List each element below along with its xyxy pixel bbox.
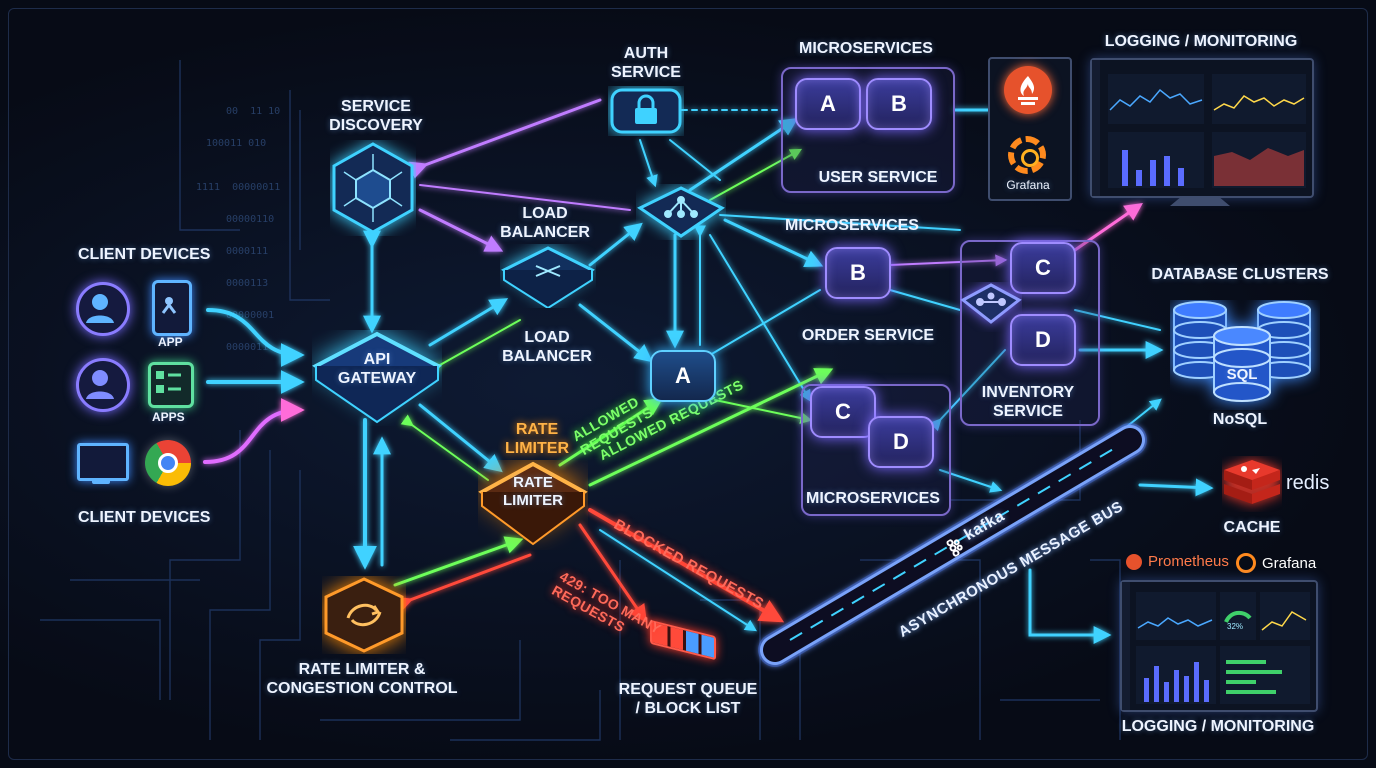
- auth-service-node[interactable]: [608, 86, 684, 136]
- logging-monitoring-title-bottom: LOGGING / MONITORING: [1121, 718, 1315, 735]
- prometheus-icon[interactable]: [1004, 66, 1052, 114]
- microservice-d-inventory-tile[interactable]: D: [1010, 314, 1076, 366]
- apps-label: APPS: [152, 410, 185, 424]
- microservice-c-tile[interactable]: C: [810, 386, 876, 438]
- binary-line: 0000011: [226, 342, 269, 353]
- load-balancer-label-bottom: LOAD BALANCER: [502, 329, 592, 365]
- service-discovery-node[interactable]: [330, 140, 416, 236]
- service-discovery-label: SERVICE DISCOVERY: [329, 98, 423, 134]
- api-gateway-node[interactable]: [312, 330, 442, 426]
- dashboard-charts-bottom: [1122, 582, 1310, 710]
- routing-node[interactable]: [636, 184, 726, 240]
- grafana-label: Grafana: [1006, 178, 1050, 192]
- client-devices-title-bottom: CLIENT DEVICES: [78, 509, 211, 526]
- apps-dashboard-icon[interactable]: [148, 362, 194, 408]
- inventory-service-label: INVENTORY SERVICE: [981, 384, 1075, 420]
- inventory-router-node[interactable]: [960, 282, 1022, 332]
- redis-icon[interactable]: [1222, 456, 1282, 512]
- microservices-mid-title: MICROSERVICES: [785, 217, 919, 234]
- api-gateway-label: API GATEWAY: [337, 351, 417, 387]
- outer-frame: [8, 8, 1368, 760]
- microservices-top-title: MICROSERVICES: [799, 40, 933, 57]
- database-clusters-title: DATABASE CLUSTERS: [1151, 266, 1329, 283]
- desktop-stand-icon: [92, 478, 110, 484]
- sql-label: SQL: [1226, 366, 1258, 383]
- microservice-a-tile[interactable]: A: [795, 78, 861, 130]
- prometheus-brand: Prometheus: [1126, 553, 1229, 570]
- congestion-control-label: RATE LIMITER & CONGESTION CONTROL: [266, 661, 458, 697]
- binary-line: 00 11 10: [226, 106, 281, 117]
- client-devices-title-top: CLIENT DEVICES: [78, 246, 211, 263]
- monitoring-tool-stack: [988, 57, 1072, 201]
- binary-line: 0000111: [226, 246, 269, 257]
- app-label: APP: [158, 335, 183, 349]
- monitoring-dashboard-bottom[interactable]: [1120, 580, 1318, 712]
- rate-limiter-chip-label: RATE LIMITER: [503, 474, 563, 509]
- congestion-control-node[interactable]: [322, 576, 406, 654]
- auth-service-label: AUTH SERVICE: [611, 45, 681, 81]
- lock-icon: [632, 106, 633, 107]
- rate-limiter-title: RATE LIMITER: [505, 421, 569, 457]
- monitor-stand: [1170, 196, 1230, 206]
- dashboard-charts: [1092, 60, 1306, 196]
- user-avatar-icon[interactable]: [76, 358, 130, 412]
- redis-label: redis: [1286, 472, 1330, 494]
- nosql-label: NoSQL: [1212, 411, 1268, 428]
- cache-label: CACHE: [1223, 519, 1281, 536]
- microservice-c-inventory-tile[interactable]: C: [1010, 242, 1076, 294]
- kafka-icon: [941, 536, 966, 561]
- load-balancer-node[interactable]: [500, 244, 596, 308]
- grafana-brand-text: Grafana: [1262, 554, 1317, 572]
- request-queue-label: REQUEST QUEUE / BLOCK LIST: [618, 681, 758, 717]
- logging-monitoring-title-top: LOGGING / MONITORING: [1104, 33, 1298, 50]
- order-service-label: ORDER SERVICE: [801, 327, 935, 344]
- rate-limiter-node[interactable]: [478, 460, 588, 550]
- prometheus-small-icon: [1126, 553, 1142, 570]
- binary-line: 100011 010: [206, 138, 267, 149]
- binary-line: 00000110: [226, 214, 275, 225]
- monitoring-dashboard-top[interactable]: [1090, 58, 1314, 198]
- grafana-icon[interactable]: [1008, 136, 1046, 174]
- grafana-small-icon: [1236, 553, 1256, 573]
- user-avatar-icon[interactable]: [76, 282, 130, 336]
- binary-background: 00 11 10 100011 010 1111 00000011 000001…: [196, 88, 280, 372]
- user-service-label: USER SERVICE: [818, 169, 938, 186]
- load-balancer-label-top: LOAD BALANCER: [500, 205, 590, 241]
- microservices-low-title: MICROSERVICES: [806, 490, 940, 507]
- binary-line: 00000001: [226, 310, 275, 321]
- microservice-a-mid-tile[interactable]: A: [650, 350, 716, 402]
- binary-line: 0000113: [226, 278, 269, 289]
- prometheus-brand-text: Prometheus: [1148, 553, 1229, 570]
- microservice-d-tile[interactable]: D: [868, 416, 934, 468]
- binary-line: 1111 00000011: [196, 182, 281, 193]
- mobile-app-icon[interactable]: [152, 280, 192, 336]
- microservice-b-mid-tile[interactable]: B: [825, 247, 891, 299]
- grafana-brand: Grafana: [1236, 553, 1316, 573]
- microservice-b-tile[interactable]: B: [866, 78, 932, 130]
- gauge-value: 32%: [1227, 622, 1244, 631]
- chrome-browser-icon[interactable]: [145, 440, 191, 486]
- database-cylinder-icon[interactable]: [1170, 300, 1320, 410]
- desktop-monitor-icon[interactable]: [77, 443, 129, 481]
